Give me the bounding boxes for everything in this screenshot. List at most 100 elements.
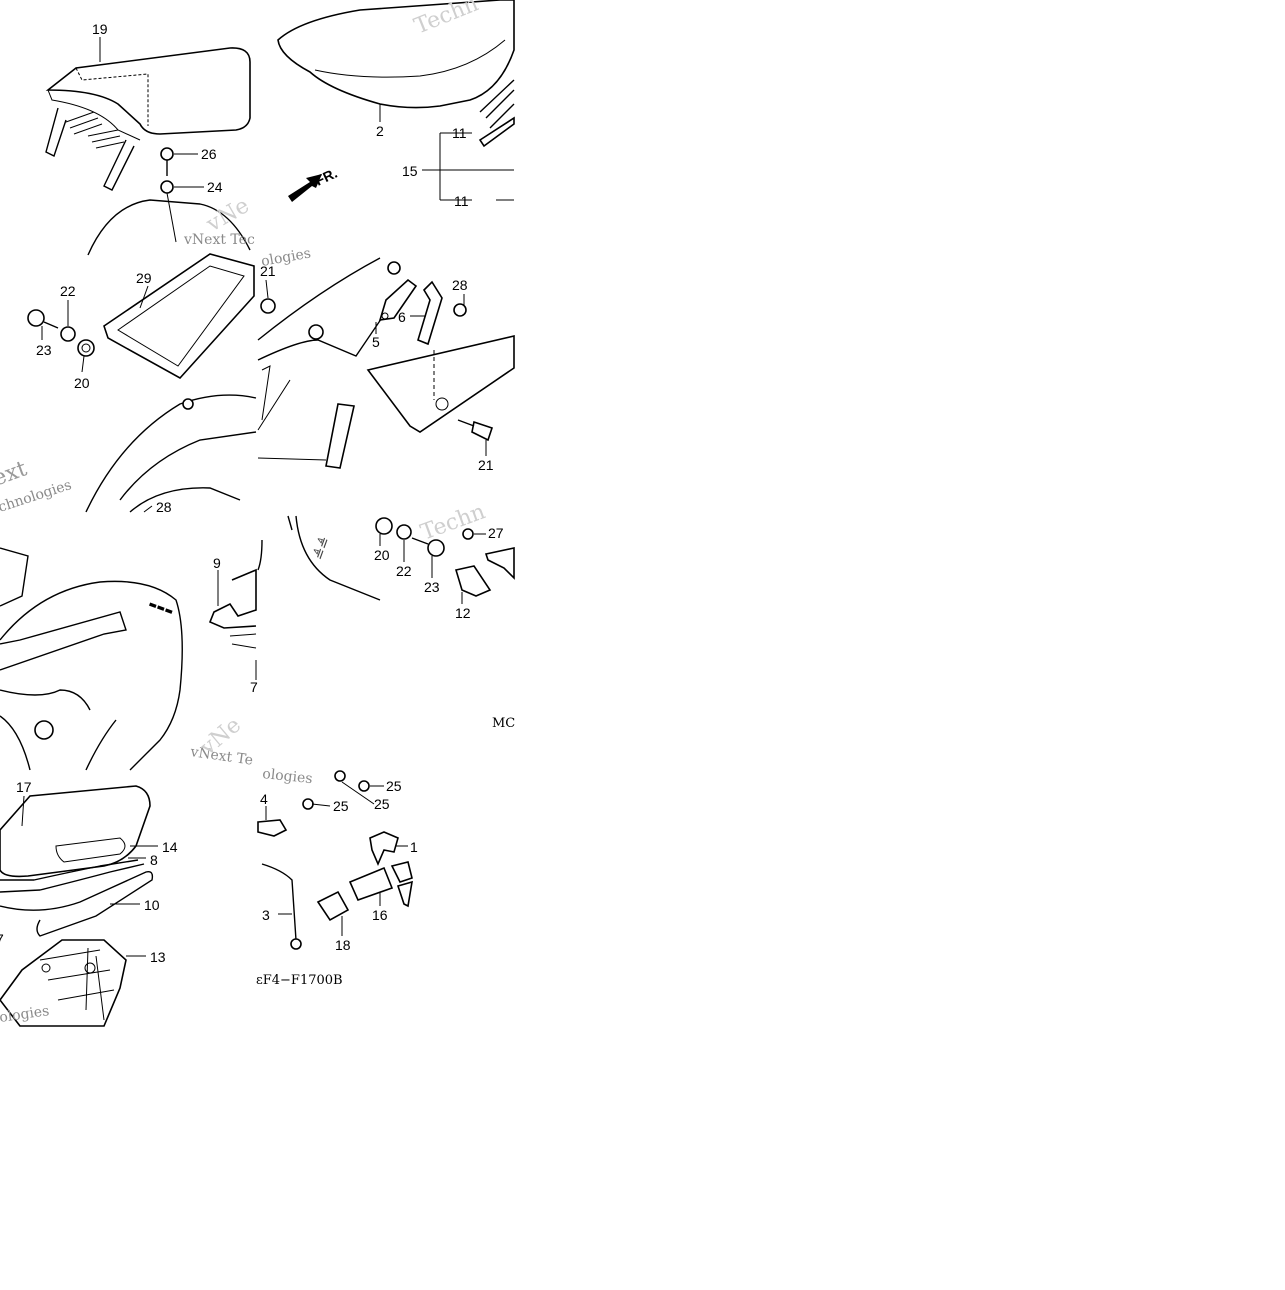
lid-17 — [0, 785, 151, 878]
callout-23: 23 — [36, 342, 52, 358]
strip-left — [261, 365, 271, 421]
leader-17 — [21, 795, 25, 827]
leader-20 — [81, 355, 85, 373]
callout-20b: 20 — [374, 547, 390, 563]
tile-main-seat: 2 11 15 11 FR. Techn — [277, 0, 515, 209]
screw-23b-shank — [411, 537, 429, 545]
callout-22: 22 — [60, 283, 76, 299]
main-seat-seam — [314, 39, 506, 78]
keys-16 — [390, 861, 413, 908]
callout-2: 2 — [376, 123, 384, 139]
lock-clip-1 — [369, 831, 399, 867]
callout-17: 17 — [16, 779, 32, 795]
tile-emblem: ≜≜ 20 22 23 27 12 MC Techn — [257, 499, 515, 731]
tile-rear-seat: 19 26 24 vNext Tec vNe — [45, 21, 255, 256]
latch-12 — [454, 565, 492, 597]
lock-plate-4 — [257, 819, 288, 837]
cowl-grommet-hole — [34, 720, 54, 740]
screw-25b — [358, 780, 370, 792]
lock-bracket-18 — [316, 890, 350, 922]
bolt-axis-line — [166, 192, 177, 243]
watermark-ologies-3: ologies — [0, 1003, 50, 1026]
cowl-edge-left — [0, 547, 29, 607]
callout-5: 5 — [372, 334, 380, 350]
callout-29: 29 — [136, 270, 152, 286]
storage-tray-13 — [0, 939, 127, 1027]
direction-label: FR. — [313, 165, 340, 189]
callout-21-lower: 21 — [478, 457, 494, 473]
callout-4: 4 — [260, 791, 268, 807]
tile-brackets: 21 5 6 28 21 ologies — [257, 245, 515, 473]
rear-seat-edge — [47, 89, 141, 141]
cowl-body-inner — [119, 431, 257, 501]
release-cable-3 — [261, 863, 297, 941]
bolt-21-lower — [471, 420, 494, 442]
callout-21-upper: 21 — [260, 263, 276, 279]
cowl-body-lower — [129, 487, 241, 513]
tray-boss-1 — [84, 962, 96, 974]
watermark-ologies-1: ologies — [260, 245, 312, 269]
callout-25a: 25 — [333, 798, 349, 814]
callout-28: 28 — [452, 277, 468, 293]
callout-10: 10 — [144, 897, 160, 913]
seal-9 — [208, 568, 257, 629]
cowl-badge: ▬▬▬ — [147, 599, 174, 617]
callout-22b: 22 — [396, 563, 412, 579]
callout-14: 14 — [162, 839, 178, 855]
seat-hook-left — [45, 107, 67, 157]
rubber-strip — [325, 403, 355, 469]
callout-19: 19 — [92, 21, 108, 37]
grommet-20b — [375, 517, 393, 535]
tray-boss-2 — [41, 963, 51, 973]
leader-25c — [341, 781, 375, 805]
callout-24: 24 — [207, 179, 223, 195]
seal-7 — [229, 633, 257, 649]
screw-27 — [462, 528, 474, 540]
grommet-20-hole — [81, 343, 91, 353]
screw-28-top — [387, 261, 401, 275]
cowl-gasket-29 — [103, 253, 255, 380]
callout-9: 9 — [213, 555, 221, 571]
figure-code: ɛF4−F1700B — [256, 973, 343, 988]
screw-23-head — [27, 309, 45, 327]
callout-26: 26 — [201, 146, 217, 162]
bracket-5-hole — [381, 312, 389, 320]
cable-end — [290, 938, 302, 950]
code-partial: MC — [492, 716, 515, 731]
rear-seat-stitch — [75, 67, 149, 126]
cowl-side-curve — [0, 715, 31, 771]
cowl-lower-curve — [0, 689, 91, 711]
seat-bracket-ribs — [65, 111, 125, 149]
rear-seat-pad — [45, 47, 251, 135]
bolt-21-upper — [260, 298, 276, 314]
lid-seal-14-8 — [0, 859, 145, 893]
callout-7-edge: 7 — [0, 931, 4, 947]
callout-15: 15 — [402, 163, 418, 179]
seat-base-outline — [87, 199, 251, 256]
callout-11-lower: 11 — [454, 193, 469, 209]
callout-28-top: 28 — [156, 499, 172, 515]
cowl-hole — [182, 398, 194, 410]
watermark-techn-2: Techn — [418, 499, 489, 545]
watermark-ologies-2: ologies — [262, 766, 314, 787]
main-seat — [277, 0, 515, 109]
cowl-gasket-inner — [117, 265, 245, 367]
lid-gasket-10 — [0, 870, 154, 937]
cowl-body-outline — [85, 394, 257, 513]
callout-11-upper: 11 — [452, 125, 467, 141]
callout-7: 7 — [250, 679, 258, 695]
frame-rail — [257, 257, 395, 361]
callout-25c: 25 — [374, 796, 390, 812]
callout-3: 3 — [262, 907, 270, 923]
callout-27: 27 — [488, 525, 504, 541]
cowl-shell-outline — [0, 580, 183, 771]
washer-22b — [396, 524, 412, 540]
emblem-panel — [257, 515, 381, 601]
side-cover-hole — [435, 397, 449, 411]
leader-28-top — [143, 505, 153, 513]
grommet-20 — [77, 339, 95, 357]
tile4-leaders — [257, 379, 327, 461]
cowl-decal-line — [85, 719, 117, 771]
side-cover — [366, 334, 515, 433]
